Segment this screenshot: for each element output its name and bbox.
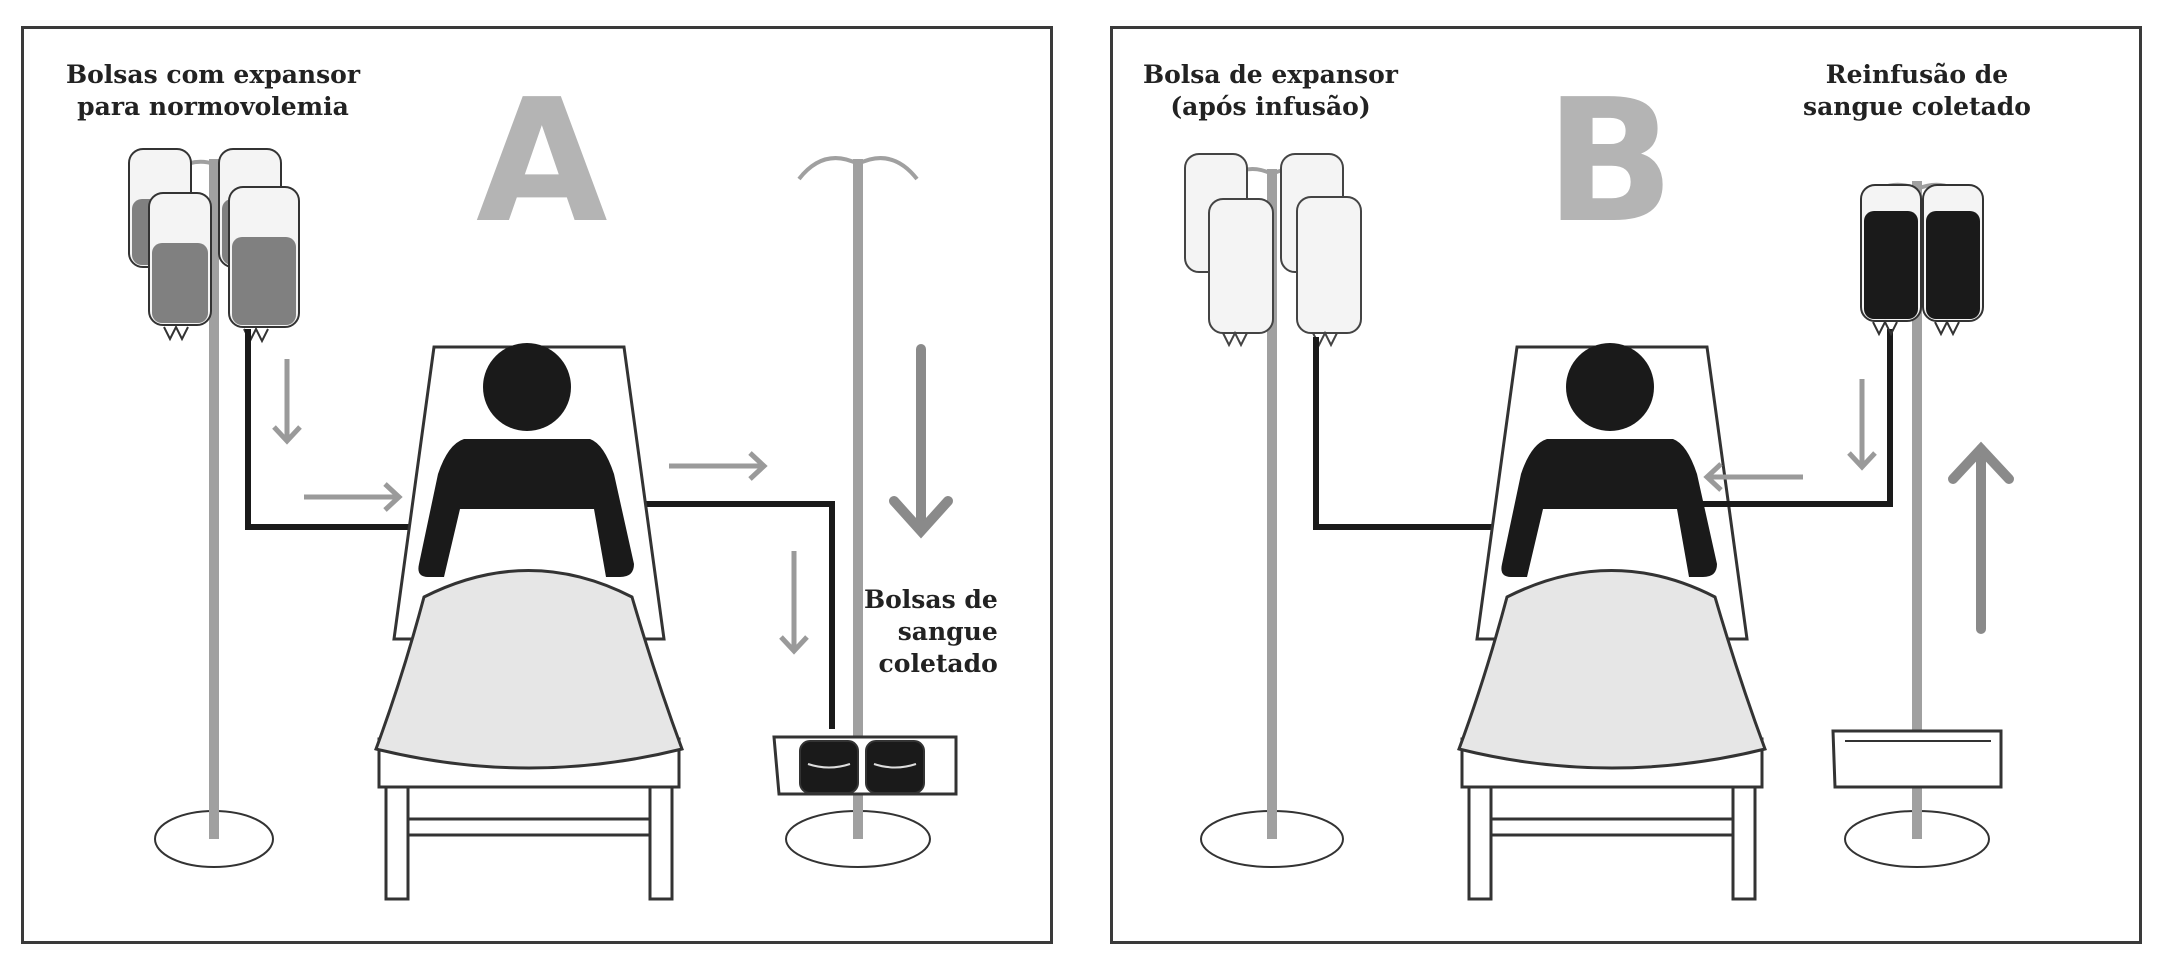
blanket: [374, 569, 684, 770]
collected-bags-label-line-2: sangue: [897, 617, 998, 646]
expander-bags-empty: [1184, 153, 1362, 348]
patient: [1501, 343, 1717, 577]
blanket: [1457, 569, 1767, 770]
expander-tube: [1313, 337, 1518, 530]
expander-bags-label-line-2: para normovolemia: [77, 92, 349, 121]
panel-a-illustration: [128, 148, 958, 901]
panel-letter-b: B: [1545, 63, 1675, 261]
iv-pole-right: [785, 156, 931, 868]
patient: [418, 343, 634, 577]
expander-bags-label: Bolsas com expansor para normovolemia: [66, 59, 360, 123]
empty-tray: [1831, 729, 2003, 789]
expander-bag-label-line-1: Bolsa de expansor: [1143, 60, 1398, 89]
expander-bag-label: Bolsa de expansor (após infusão): [1143, 59, 1398, 123]
collected-bags-label: Bolsas de sangue coletado: [864, 584, 998, 680]
collected-bags-label-line-1: Bolsas de: [864, 585, 998, 614]
panel-b: B Bolsa de expansor (após infusão) Reinf…: [1110, 26, 2142, 944]
reinfusion-label-line-1: Reinfusão de: [1825, 60, 2009, 89]
collected-bags-label-line-3: coletado: [878, 649, 998, 678]
up-arrow-large: [1948, 441, 2014, 634]
infusion-tube: [245, 329, 444, 530]
collection-tube: [604, 501, 835, 729]
expander-bag-label-line-2: (após infusão): [1170, 92, 1371, 121]
panel-a: A Bolsas com expansor para normovolemia …: [21, 26, 1053, 944]
down-arrow-large: [889, 344, 953, 539]
expander-bags-label-line-1: Bolsas com expansor: [66, 60, 360, 89]
panel-letter-a: A: [476, 63, 608, 261]
reinfusion-label: Reinfusão de sangue coletado: [1803, 59, 2031, 123]
expander-bags-full: [128, 148, 300, 344]
reinfusion-tube: [1693, 329, 1893, 507]
collected-blood-bags: [799, 740, 925, 794]
flow-arrows-a: [272, 359, 809, 655]
panel-b-illustration: [1184, 153, 2014, 901]
collection-tray: [772, 735, 958, 796]
flow-arrows-b: [1703, 379, 1877, 492]
reinfusion-label-line-2: sangue coletado: [1803, 92, 2031, 121]
reinfusion-blood-bags: [1860, 184, 1984, 337]
